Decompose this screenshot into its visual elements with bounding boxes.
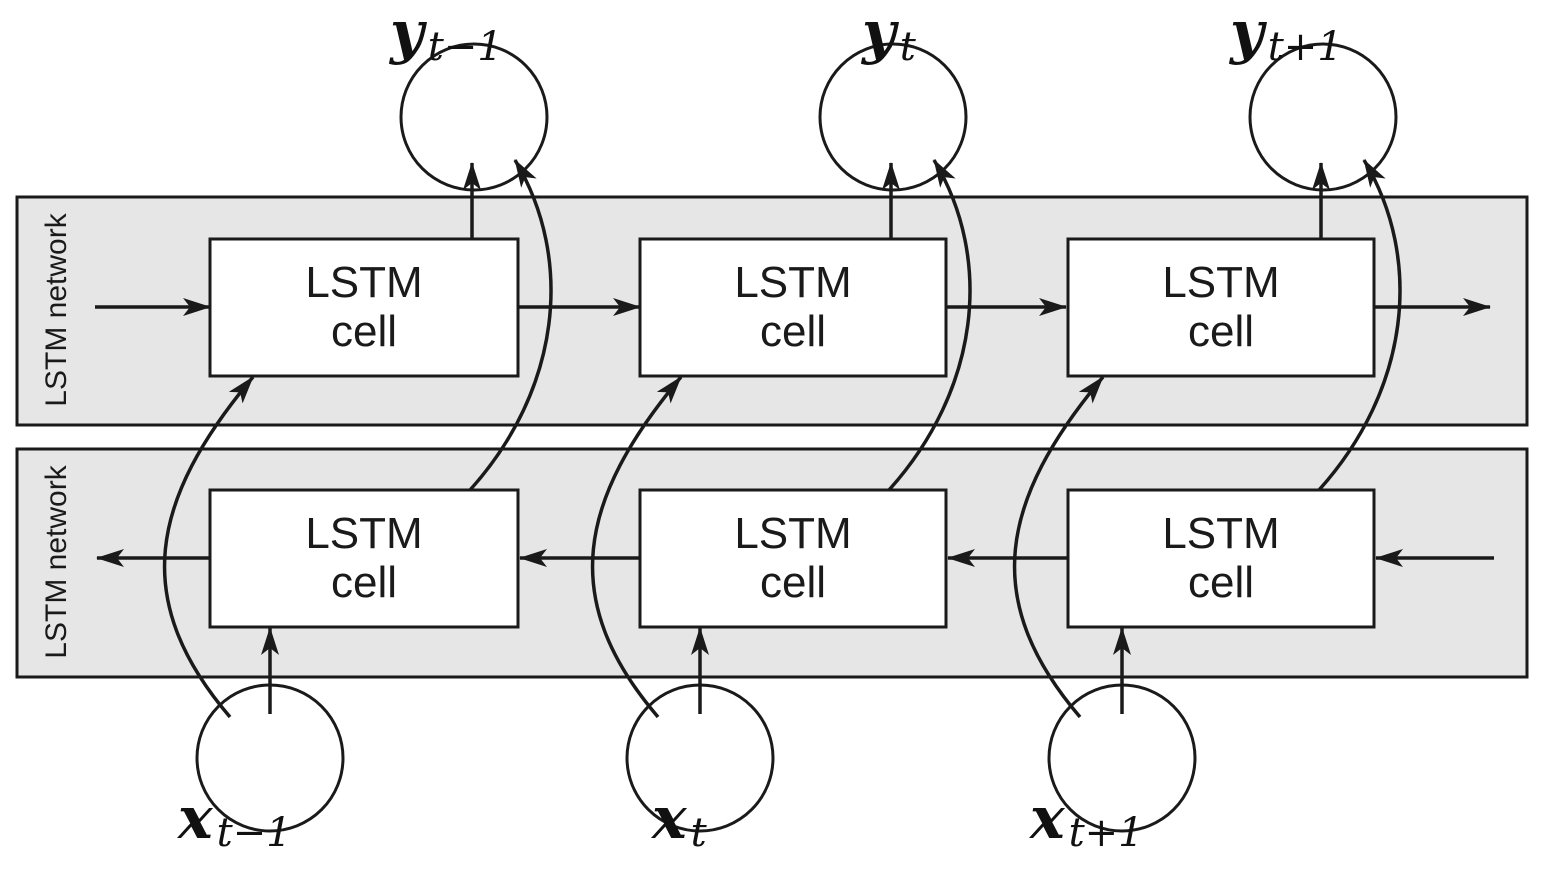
backward-cell-3: LSTM cell [1066, 488, 1376, 629]
bwd-out-arrow-3 [1317, 159, 1402, 492]
output-sub: t [900, 24, 917, 70]
cell-line1: LSTM [734, 258, 851, 307]
backward-cell-2: LSTM cell [638, 488, 948, 629]
in-fwd-arrow-2 [590, 375, 683, 719]
forward-panel-label: LSTM network [40, 212, 73, 406]
input-sub: t−1 [217, 810, 292, 856]
input-sub: t+1 [1069, 810, 1144, 856]
backward-panel-label: LSTM network [40, 464, 73, 658]
input-var: x [650, 784, 688, 852]
cell-line2: cell [760, 307, 826, 356]
cell-line1: LSTM [734, 509, 851, 558]
cell-line2: cell [1188, 558, 1254, 607]
input-to-forward-arrows [162, 375, 1105, 719]
input-var: x [1028, 784, 1066, 852]
input-to-backward-arrows [261, 627, 1131, 714]
input-var: x [176, 784, 214, 852]
forward-cell-1: LSTM cell [208, 237, 520, 378]
bwd-out-arrow-1 [468, 159, 553, 492]
cell-line1: LSTM [305, 258, 422, 307]
backward-cell-1: LSTM cell [208, 488, 520, 629]
in-fwd-arrow-3 [1012, 375, 1105, 719]
output-var: y [388, 0, 428, 66]
output-var: y [1228, 0, 1268, 66]
cell-line1: LSTM [1162, 509, 1279, 558]
cell-line2: cell [1188, 307, 1254, 356]
cell-line1: LSTM [1162, 258, 1279, 307]
bwd-out-arrow-2 [887, 159, 972, 492]
cell-line1: LSTM [305, 509, 422, 558]
output-node-2 [818, 42, 968, 192]
output-sub: t−1 [428, 24, 503, 70]
input-sub: t [691, 810, 708, 856]
forward-cell-2: LSTM cell [638, 237, 948, 378]
cell-line2: cell [331, 307, 397, 356]
output-node-1 [399, 42, 549, 192]
cell-line2: cell [331, 558, 397, 607]
backward-to-output-arrows [468, 159, 1402, 492]
output-sub: t+1 [1268, 24, 1343, 70]
output-var: y [860, 0, 900, 66]
output-node-3 [1248, 42, 1398, 192]
cell-line2: cell [760, 558, 826, 607]
forward-to-output-arrows [463, 162, 1330, 239]
forward-cell-3: LSTM cell [1066, 237, 1376, 378]
in-fwd-arrow-1 [162, 375, 255, 719]
